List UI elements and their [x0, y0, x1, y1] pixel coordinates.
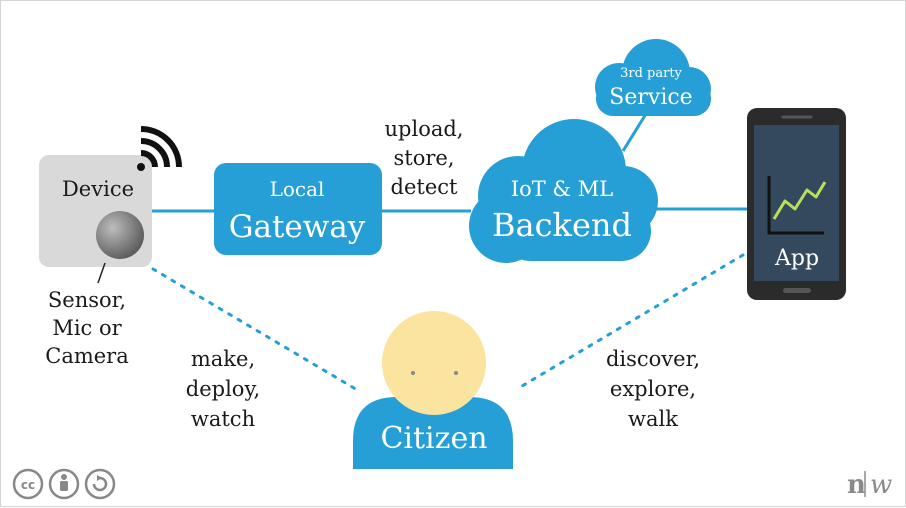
sensor-lens-icon	[96, 211, 144, 259]
citizen-right-label-2: explore,	[610, 377, 696, 401]
pipeline-label-1: upload,	[385, 117, 464, 141]
citizen-eye-left	[411, 371, 415, 375]
sensor-label-2: Mic or	[52, 316, 122, 340]
pipeline-label-3: detect	[391, 175, 458, 199]
gateway-label-1: Local	[270, 177, 325, 201]
sensor-pointer	[97, 262, 106, 284]
citizen-eye-right	[454, 371, 458, 375]
backend-label-1: IoT & ML	[511, 177, 613, 201]
svg-text:cc: cc	[21, 478, 35, 492]
app-label: App	[774, 246, 819, 271]
gateway-box	[214, 163, 382, 255]
citizen-right-label-3: walk	[628, 407, 678, 431]
attribution-icon	[48, 468, 80, 500]
nw-logo: n w	[847, 470, 892, 500]
pipeline-label-2: store,	[393, 146, 454, 170]
gateway-label-2: Gateway	[229, 209, 366, 245]
share-alike-icon	[84, 468, 116, 500]
backend-cloud	[469, 119, 658, 263]
device-citizen-link	[151, 267, 361, 393]
citizen-head	[382, 311, 486, 415]
service-label-2: Service	[609, 85, 692, 110]
svg-text:n: n	[847, 470, 866, 500]
backend-label-2: Backend	[492, 206, 632, 244]
phone-home-button	[783, 288, 811, 293]
citizen-body	[353, 397, 513, 469]
citizen-left-label-2: deploy,	[186, 377, 260, 401]
citizen-left-label-1: make,	[191, 347, 255, 371]
citizen-right-label-1: discover,	[606, 347, 700, 371]
svg-text:w: w	[870, 470, 892, 500]
device-label: Device	[62, 177, 134, 201]
service-cloud	[595, 39, 711, 116]
trend-chart-icon	[767, 176, 827, 235]
citizen-left-label-3: watch	[191, 407, 255, 431]
wifi-icon	[137, 126, 182, 171]
citizen-label: Citizen	[380, 421, 487, 456]
cc-icon: cc	[12, 468, 44, 500]
app-citizen-link	[515, 253, 745, 391]
service-label-1: 3rd party	[620, 66, 682, 81]
sensor-label-1: Sensor,	[48, 288, 126, 312]
sensor-label-3: Camera	[45, 344, 129, 368]
